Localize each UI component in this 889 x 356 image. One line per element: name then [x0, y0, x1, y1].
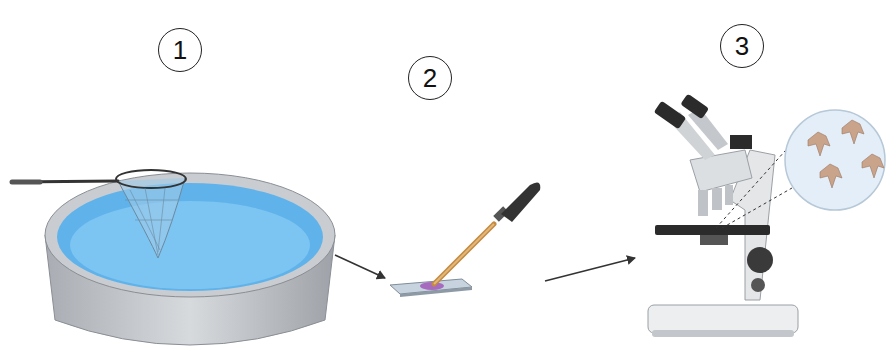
step-node: 2 — [385, 20, 545, 350]
water-tub — [45, 173, 335, 345]
step-number: 1 — [173, 37, 187, 63]
magnified-view — [785, 110, 885, 210]
hand-net — [12, 170, 186, 258]
step-circle: 3 — [720, 24, 764, 68]
flow-arrow — [335, 255, 385, 278]
step-number: 2 — [423, 65, 437, 91]
flow-arrow — [545, 258, 635, 281]
step-node: 3 — [635, 20, 885, 350]
step-number: 3 — [735, 33, 749, 59]
step-node: 1 — [40, 20, 335, 350]
step-circle: 2 — [408, 56, 452, 100]
slide-dropper — [390, 182, 540, 297]
step-circle: 1 — [158, 28, 202, 72]
